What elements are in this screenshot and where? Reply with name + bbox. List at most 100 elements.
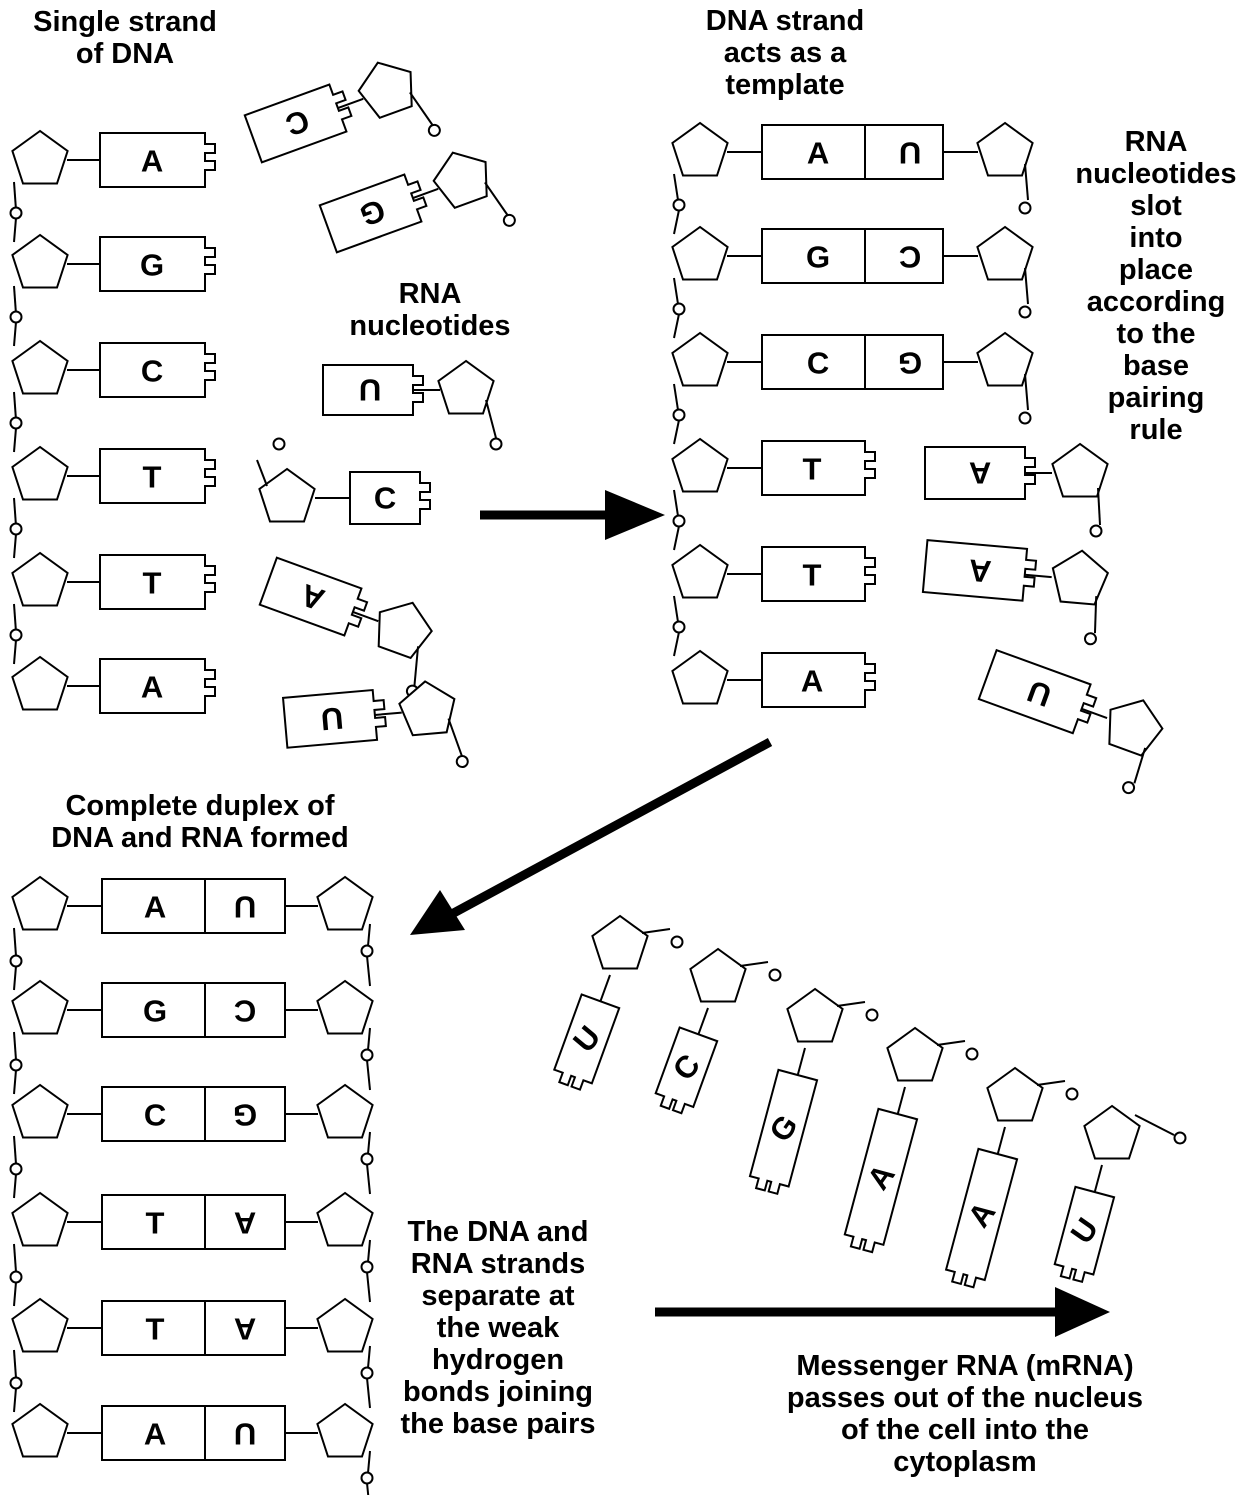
sugar-pentagon bbox=[987, 1068, 1042, 1121]
backbone bbox=[642, 929, 670, 933]
sugar-pentagon bbox=[317, 1085, 372, 1138]
sugar-pentagon bbox=[369, 593, 439, 661]
duplex-pair: CG bbox=[11, 1085, 373, 1198]
caption-template: DNA strand acts as a template bbox=[660, 5, 910, 101]
base-letter: T bbox=[803, 558, 822, 593]
phosphate-group bbox=[1122, 781, 1136, 795]
backbone bbox=[368, 1028, 370, 1050]
mrna-nucleotide: G bbox=[747, 989, 878, 1196]
dna-nucleotide: A bbox=[12, 657, 215, 713]
backbone bbox=[14, 1282, 16, 1306]
sugar-pentagon bbox=[12, 235, 67, 288]
base-letter: T bbox=[143, 566, 162, 601]
sugar-pentagon bbox=[887, 1028, 942, 1081]
sugar-pentagon bbox=[1084, 1106, 1139, 1159]
base-letter: G bbox=[806, 240, 830, 275]
backbone bbox=[14, 498, 16, 526]
mrna-base: U bbox=[1052, 1160, 1122, 1284]
base-letter: C bbox=[807, 346, 829, 381]
phosphate-group bbox=[502, 213, 516, 227]
template-nucleotide: CG bbox=[672, 333, 1032, 444]
duplex-pair: TA bbox=[11, 1193, 373, 1306]
backbone bbox=[674, 596, 678, 622]
sugar-pentagon bbox=[398, 679, 458, 736]
base-letter: C bbox=[374, 481, 396, 516]
template-nucleotide: GC bbox=[672, 227, 1032, 338]
backbone bbox=[1037, 1081, 1065, 1085]
base-letter: A bbox=[141, 144, 163, 179]
backbone bbox=[14, 1388, 16, 1412]
backbone bbox=[674, 490, 678, 516]
phosphate-tail bbox=[485, 179, 507, 218]
phosphate-group bbox=[672, 937, 683, 948]
phosphate-group bbox=[362, 946, 373, 957]
dna-nucleotide: A bbox=[12, 131, 215, 187]
backbone bbox=[368, 1451, 370, 1473]
sugar-pentagon bbox=[12, 981, 67, 1034]
backbone bbox=[14, 928, 16, 956]
phosphate-group bbox=[1067, 1089, 1078, 1100]
arrow-head bbox=[1055, 1287, 1110, 1337]
bond-line bbox=[698, 1008, 708, 1034]
arrow-head bbox=[605, 490, 665, 540]
bond-line bbox=[898, 1087, 905, 1114]
base-letter: T bbox=[146, 1312, 165, 1347]
backbone bbox=[14, 1350, 16, 1378]
mrna-base: G bbox=[747, 1043, 825, 1197]
base-letter: A bbox=[144, 1417, 166, 1452]
template-nucleotide: A bbox=[672, 651, 875, 707]
sugar-pentagon bbox=[672, 333, 727, 386]
base-letter: T bbox=[803, 452, 822, 487]
base-letter: A bbox=[967, 552, 992, 589]
phosphate-group bbox=[362, 1473, 373, 1484]
mrna-nucleotide: A bbox=[842, 1028, 978, 1255]
free-rna-nucleotide: C bbox=[243, 51, 441, 195]
backbone bbox=[674, 420, 679, 444]
base-letter: A bbox=[234, 1312, 256, 1347]
phosphate-group bbox=[770, 970, 781, 981]
sugar-pentagon bbox=[12, 1085, 67, 1138]
caption-mrna-leaves-nucleus: Messenger RNA (mRNA) passes out of the n… bbox=[745, 1350, 1185, 1478]
base-letter: G bbox=[143, 994, 167, 1029]
sugar-pentagon bbox=[1052, 444, 1107, 497]
phosphate-group bbox=[362, 1262, 373, 1273]
caption-rna-nucleotides: RNA nucleotides bbox=[325, 278, 535, 342]
backbone bbox=[14, 392, 16, 420]
sugar-pentagon bbox=[672, 227, 727, 280]
sugar-pentagon bbox=[12, 1404, 67, 1457]
backbone bbox=[368, 1240, 370, 1262]
phosphate-group bbox=[11, 418, 22, 429]
backbone bbox=[14, 534, 16, 558]
backbone bbox=[740, 962, 768, 966]
backbone bbox=[837, 1002, 865, 1006]
base-letter: U bbox=[234, 890, 256, 925]
sugar-pentagon bbox=[438, 361, 493, 414]
sugar-pentagon bbox=[12, 341, 67, 394]
bond-line bbox=[798, 1048, 805, 1075]
backbone bbox=[368, 1132, 370, 1154]
base-letter: U bbox=[234, 1417, 256, 1452]
phosphate-tail bbox=[1098, 488, 1100, 525]
backbone bbox=[14, 1244, 16, 1272]
phosphate-tail bbox=[257, 460, 267, 486]
backbone bbox=[674, 384, 678, 410]
mrna-base: C bbox=[652, 1001, 727, 1116]
sugar-pentagon bbox=[1050, 548, 1110, 605]
mrna-nucleotide: C bbox=[652, 949, 780, 1116]
backbone bbox=[368, 924, 370, 946]
bond-line bbox=[375, 713, 402, 715]
sugar-pentagon bbox=[592, 916, 647, 969]
sugar-pentagon bbox=[1099, 691, 1169, 759]
sugar-pentagon bbox=[317, 1193, 372, 1246]
sugar-pentagon bbox=[427, 143, 497, 211]
base-letter: G bbox=[233, 1098, 257, 1133]
sugar-pentagon bbox=[12, 1193, 67, 1246]
mrna-base: U bbox=[551, 968, 629, 1093]
sugar-pentagon bbox=[317, 1299, 372, 1352]
base-letter: A bbox=[234, 1206, 256, 1241]
sugar-pentagon bbox=[352, 53, 422, 121]
phosphate-group bbox=[674, 516, 685, 527]
backbone bbox=[14, 604, 16, 632]
